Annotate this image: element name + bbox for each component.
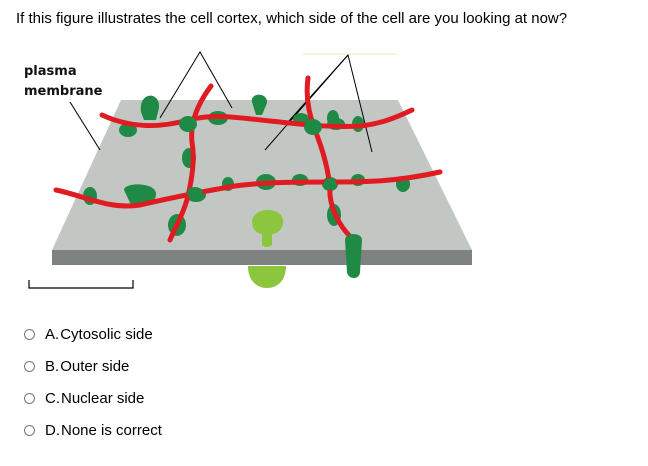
option-a[interactable]: A. Cytosolic side [24, 318, 162, 350]
answer-options: A. Cytosolic side B. Outer side C. Nucle… [24, 318, 162, 446]
plasma-membrane-label-line2: membrane [24, 84, 103, 99]
cell-cortex-figure: plasma membrane [24, 51, 472, 289]
option-b[interactable]: B. Outer side [24, 350, 162, 382]
radio-c[interactable] [24, 392, 35, 404]
option-a-letter: A. [45, 325, 60, 343]
membrane-pointer-line [69, 101, 101, 151]
option-c[interactable]: C. Nuclear side [24, 382, 162, 414]
annotation-pointers [159, 51, 373, 153]
option-d-text: None is correct [61, 421, 162, 439]
option-d[interactable]: D. None is correct [24, 414, 162, 446]
option-c-letter: C. [45, 389, 60, 407]
actin-filaments [53, 75, 443, 245]
radio-b[interactable] [24, 360, 35, 372]
light-proteins [248, 210, 286, 288]
option-c-text: Nuclear side [61, 389, 145, 407]
membrane-protein-overlays [179, 116, 362, 278]
option-b-text: Outer side [60, 357, 130, 375]
radio-d[interactable] [24, 424, 35, 436]
plasma-membrane-label-line1: plasma [24, 64, 77, 79]
option-b-letter: B. [45, 357, 60, 375]
scale-bar [28, 280, 134, 289]
question-text: If this figure illustrates the cell cort… [16, 10, 568, 27]
option-d-letter: D. [45, 421, 60, 439]
membrane-front-edge [52, 250, 472, 265]
option-a-text: Cytosolic side [60, 325, 153, 343]
radio-a[interactable] [24, 328, 35, 340]
